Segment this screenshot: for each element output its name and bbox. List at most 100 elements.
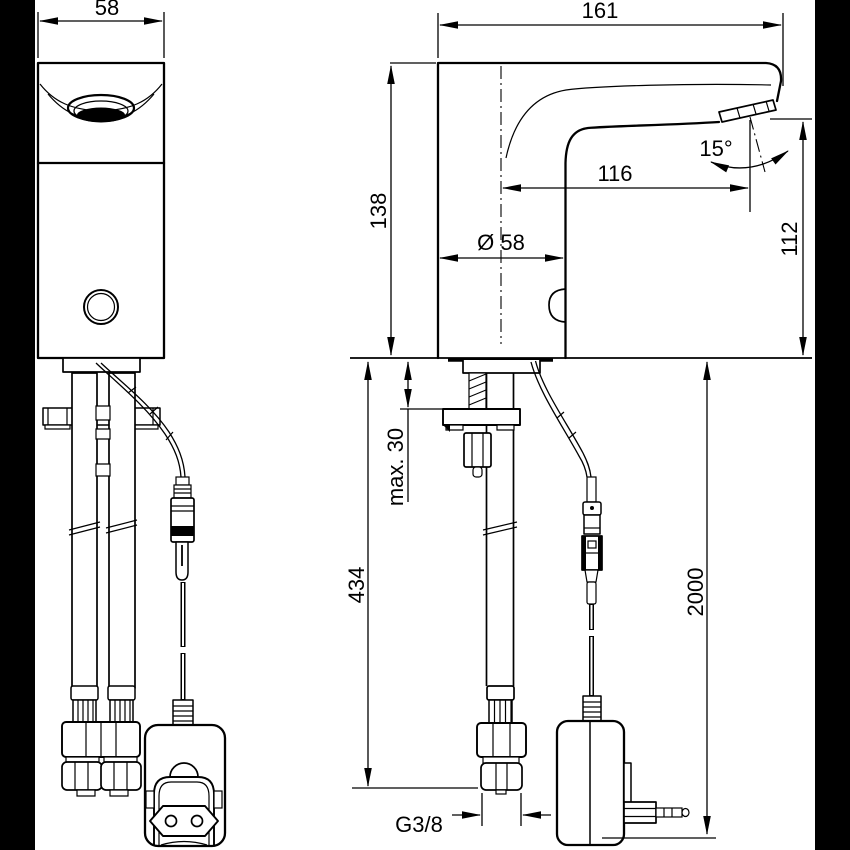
- extension-lines: [437, 13, 784, 86]
- strain-relief-ribs: [173, 705, 193, 722]
- union-nut-facets: [492, 723, 511, 757]
- faucet-front-body: [36, 61, 166, 373]
- spout-top-outline: [436, 61, 783, 360]
- nut-lower-left: [61, 761, 103, 791]
- plug-pin: [655, 807, 683, 818]
- connector-dot: [590, 506, 594, 510]
- dim-total-depth-label: 161: [582, 0, 619, 23]
- nut-lower-right: [100, 761, 142, 791]
- strain-relief-ribs: [583, 701, 601, 718]
- hose-right: [108, 372, 136, 689]
- extension-lines: [37, 12, 165, 58]
- connector-bar-right: [598, 536, 602, 570]
- extension-lines: [481, 793, 522, 826]
- under-deck-assembly: [442, 360, 541, 795]
- spout-outlet: [77, 107, 125, 123]
- shank-hatching: [468, 373, 487, 406]
- dim-spout-reach-label: 116: [597, 161, 632, 186]
- connector-neck: [175, 476, 190, 486]
- sensor-cable-side: [530, 360, 603, 696]
- dim-front-width-label: 58: [95, 0, 119, 20]
- cable-twist-marks: [556, 411, 577, 439]
- supply-hoses-front: [61, 372, 142, 797]
- front-view: 58: [36, 0, 227, 848]
- pin-base-block: [623, 801, 657, 824]
- union-nut: [476, 722, 527, 758]
- front-width-dimension: 58: [37, 0, 165, 58]
- cable-length-dimension: 2000: [602, 361, 716, 839]
- rib-lines: [77, 700, 131, 722]
- mounting-nut: [463, 432, 492, 468]
- ferrule-right: [107, 685, 136, 701]
- cable-strand-b: [100, 362, 186, 478]
- aerator-ticks: [736, 100, 770, 119]
- sensor-cable-front: [95, 362, 195, 700]
- nut-facets: [471, 433, 484, 467]
- base-escutcheon: [62, 357, 141, 373]
- cable-strand-a: [95, 362, 182, 478]
- dim-cable-length-label: 2000: [683, 568, 708, 617]
- connector-tail: [586, 581, 597, 605]
- plug-face-outer: [153, 776, 215, 845]
- thread-nut: [480, 762, 523, 791]
- connector-spring: [173, 484, 192, 499]
- thread-nut-facets: [495, 763, 508, 790]
- dim-outlet-angle-label: 15°: [699, 136, 732, 161]
- angle-dimension: 15°: [699, 116, 789, 173]
- connector-taper: [584, 569, 599, 583]
- plug-tab-left: [145, 790, 155, 809]
- deck-thickness-dimension: max. 30: [383, 361, 444, 506]
- body-height-dimension: 138: [366, 62, 436, 356]
- sensor-window-inner: [86, 292, 116, 322]
- hose-ferrule: [486, 685, 515, 701]
- washer-wedge: [443, 425, 450, 432]
- right-matte-bar: [815, 0, 850, 850]
- horseshoe-washer: [442, 408, 521, 426]
- cable-strand-a: [530, 361, 588, 478]
- cable-twist-marks: [127, 386, 174, 441]
- hose-length-dimension: 434: [344, 361, 478, 789]
- connector-dark-band: [171, 526, 194, 536]
- thread-dimension: G3/8: [395, 793, 551, 837]
- connector-neck: [586, 476, 597, 503]
- base-underside: [462, 360, 541, 374]
- ferrule-left: [70, 685, 99, 701]
- connector-bands: [171, 505, 194, 512]
- dim-hose-length-label: 434: [344, 567, 369, 604]
- hose-break-marks: [68, 519, 138, 536]
- pin-base-lines: [624, 807, 656, 818]
- threaded-rod-segments: [95, 405, 111, 477]
- connector-spring-lines: [174, 488, 191, 494]
- aerator-side: [718, 99, 777, 123]
- diameter-dimension: Ø 58: [439, 230, 564, 262]
- dim-body-height-label: 138: [366, 193, 391, 230]
- reach-dimension: 116: [502, 120, 751, 212]
- nut-facets: [74, 762, 128, 790]
- connector-bar-left: [582, 536, 586, 570]
- back-cover-detail: [548, 288, 566, 323]
- left-matte-bar: [0, 0, 35, 850]
- adapter-ledge: [623, 762, 632, 805]
- connector-cylinder: [583, 514, 601, 535]
- outlet-height-dimension: 112: [770, 118, 812, 356]
- angle-arc: [710, 150, 789, 173]
- nipples: [76, 789, 129, 797]
- power-plug-front: [143, 699, 227, 848]
- plug-pin-ticks: [663, 808, 673, 817]
- hose-break-marks: [482, 521, 518, 536]
- union-collar: [482, 756, 520, 764]
- spout-shoulder-line: [505, 83, 772, 159]
- shank-tip: [472, 466, 483, 478]
- pin-plate: [149, 805, 219, 837]
- plug-bottom-rim: [160, 840, 208, 846]
- plug-face-inner: [158, 781, 210, 845]
- dim-supply-thread-label: G3/8: [395, 812, 443, 837]
- hose-rib-lines: [493, 700, 512, 723]
- plug-pin-tip: [681, 807, 690, 818]
- plug-pin-right: [190, 814, 204, 828]
- total-depth-dimension: 161: [437, 0, 784, 86]
- faucet-side: [436, 61, 783, 360]
- spout-underside-outline: [564, 120, 721, 360]
